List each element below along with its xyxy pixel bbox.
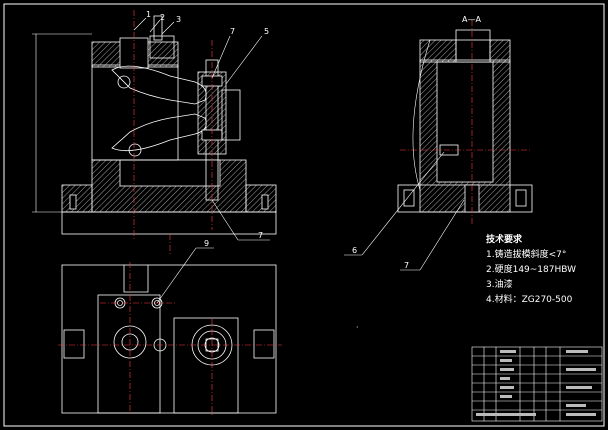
plan-mark: · bbox=[356, 323, 359, 332]
title-block-glyphs bbox=[476, 350, 596, 416]
plan-slot-right bbox=[253, 329, 275, 359]
plan-outline bbox=[61, 264, 277, 414]
front-column bbox=[91, 64, 179, 161]
workpiece-hole-bottom bbox=[128, 143, 142, 157]
base-hole-left bbox=[69, 194, 77, 210]
leader-label-5: 5 bbox=[264, 27, 269, 36]
front-body-slot bbox=[119, 159, 221, 187]
front-base bbox=[61, 211, 277, 235]
leader-label-1: 1 bbox=[146, 10, 151, 19]
base-hole-right bbox=[261, 194, 269, 210]
requirements-title: 技术要求 bbox=[486, 233, 523, 245]
workpiece-fork-lower bbox=[111, 113, 207, 152]
side-body-core bbox=[436, 61, 494, 183]
leader-label-7-side: 7 bbox=[404, 261, 409, 270]
front-view-dimension bbox=[32, 33, 92, 213]
side-view-centerlines bbox=[400, 20, 530, 225]
side-top-bore bbox=[455, 29, 491, 63]
section-label: A—A bbox=[462, 15, 481, 24]
front-base-left bbox=[61, 184, 93, 213]
front-column-bore bbox=[119, 37, 149, 69]
workpiece-fork bbox=[111, 65, 207, 105]
requirement-3: 3.油漆 bbox=[486, 278, 513, 290]
requirement-2: 2.硬度149~187HBW bbox=[486, 263, 576, 275]
plan-inner-right bbox=[173, 317, 239, 414]
leader-label-7-top: 7 bbox=[230, 27, 235, 36]
plan-fork-top bbox=[123, 265, 149, 293]
plan-slot-left bbox=[63, 329, 85, 359]
side-foot-right bbox=[515, 189, 527, 207]
plan-inner-left bbox=[97, 294, 161, 414]
plan-view-leader bbox=[156, 247, 214, 304]
plan-view-centerlines bbox=[58, 262, 282, 416]
front-view bbox=[61, 15, 277, 235]
workpiece-hole-top bbox=[117, 75, 131, 89]
side-view bbox=[397, 29, 533, 213]
requirement-1: 1.铸造拔模斜度<7° bbox=[486, 248, 566, 260]
support-plate bbox=[221, 89, 241, 141]
front-view-leaders bbox=[133, 17, 270, 241]
side-bushing bbox=[455, 39, 491, 61]
front-screw bbox=[153, 15, 163, 41]
leader-label-2: 2 bbox=[160, 13, 165, 22]
front-base-right bbox=[245, 184, 277, 213]
sheet-border bbox=[3, 3, 605, 427]
requirement-4: 4.材料：ZG270-500 bbox=[486, 293, 573, 305]
leader-label-6: 6 bbox=[352, 246, 357, 255]
leader-label-9: 9 bbox=[204, 239, 209, 248]
leader-label-7-bottom: 7 bbox=[258, 231, 263, 240]
front-view-centerlines bbox=[133, 10, 213, 255]
cad-title-block bbox=[471, 346, 603, 422]
side-view-leaders bbox=[344, 39, 465, 271]
side-foot-left bbox=[403, 189, 415, 207]
leader-label-3: 3 bbox=[176, 15, 181, 24]
technical-requirements: 技术要求 1.铸造拔模斜度<7° 2.硬度149~187HBW 3.油漆 4.材… bbox=[486, 233, 576, 305]
plan-view bbox=[61, 264, 277, 414]
